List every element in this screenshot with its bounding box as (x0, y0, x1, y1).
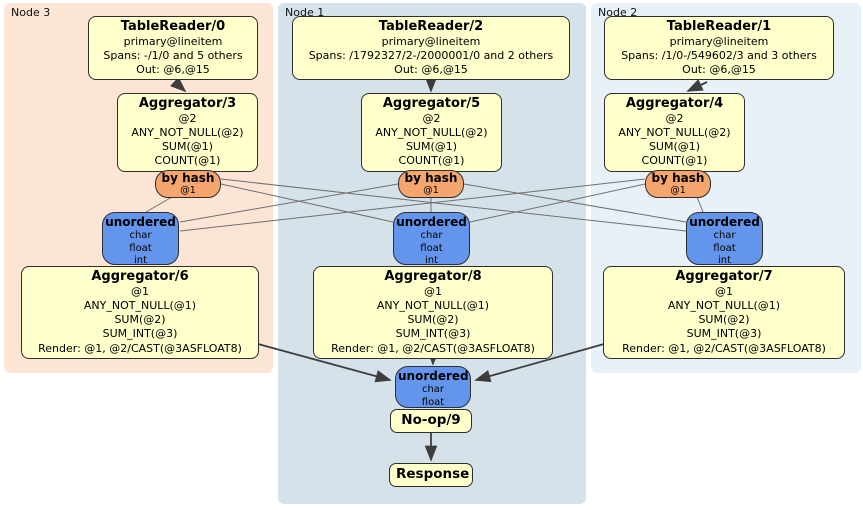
processor-title: Aggregator/8 (384, 269, 482, 284)
processor-detail: Out: @6,@15 (136, 63, 210, 77)
processor-aggregator-7: Aggregator/7 @1 ANY_NOT_NULL(@1) SUM(@2)… (603, 266, 845, 359)
processor-tablereader-1: TableReader/1 primary@lineitem Spans: /1… (604, 16, 834, 81)
processor-detail: Render: @1, @2/CAST(@3ASFLOAT8) (331, 341, 535, 355)
stream-label: unordered (689, 215, 760, 229)
router-label: by hash (404, 171, 458, 185)
processor-detail: COUNT(@1) (398, 154, 465, 168)
processor-detail: SUM_INT(@3) (686, 327, 762, 341)
processor-title: Aggregator/3 (138, 96, 237, 111)
hash-router-node2: by hash @1 (645, 170, 711, 198)
processor-detail: ANY_NOT_NULL(@1) (667, 299, 781, 313)
node-panel-label: Node 2 (598, 6, 638, 19)
unordered-stream-node1: unordered char float int (393, 212, 470, 266)
processor-detail: ANY_NOT_NULL(@2) (618, 126, 731, 140)
stream-column: int (424, 255, 439, 266)
router-label: by hash (161, 171, 215, 185)
processor-title: No-op/9 (401, 412, 461, 428)
processor-detail: SUM_INT(@3) (102, 327, 178, 341)
stream-label: unordered (398, 369, 469, 383)
processor-detail: SUM(@1) (405, 140, 458, 154)
stream-column: float (421, 396, 445, 408)
processor-title: TableReader/1 (666, 19, 772, 34)
response-label: Response (396, 466, 470, 482)
processor-aggregator-4: Aggregator/4 @2 ANY_NOT_NULL(@2) SUM(@1)… (604, 93, 745, 172)
processor-detail: @2 (178, 112, 197, 126)
processor-detail: @2 (422, 112, 441, 126)
stream-label: unordered (396, 215, 467, 229)
node-panel-label: Node 3 (11, 6, 51, 19)
response-box: Response (389, 463, 473, 487)
processor-detail: SUM_INT(@3) (395, 327, 471, 341)
processor-detail: SUM(@2) (407, 313, 459, 327)
unordered-stream-node2: unordered char float int (686, 212, 763, 266)
processor-title: Aggregator/6 (91, 269, 189, 284)
stream-label: unordered (105, 215, 176, 229)
stream-column: float (129, 242, 152, 254)
processor-detail: COUNT(@1) (641, 154, 708, 168)
processor-title: TableReader/0 (120, 19, 226, 34)
processor-detail: Spans: /1/0-/549602/3 and 3 others (621, 49, 817, 63)
processor-aggregator-8: Aggregator/8 @1 ANY_NOT_NULL(@1) SUM(@2)… (313, 266, 553, 359)
stream-column: char (129, 230, 152, 241)
processor-title: Aggregator/4 (625, 96, 724, 111)
stream-column: char (420, 230, 443, 241)
hash-router-node3: by hash @1 (155, 170, 221, 198)
processor-detail: ANY_NOT_NULL(@1) (83, 299, 197, 313)
stream-column: char (421, 384, 445, 395)
processor-detail: primary@lineitem (381, 35, 481, 49)
processor-detail: Out: @6,@15 (682, 63, 756, 77)
processor-detail: @1 (131, 285, 149, 299)
processor-detail: @2 (665, 112, 684, 126)
processor-detail: SUM(@2) (114, 313, 166, 327)
processor-detail: @1 (715, 285, 733, 299)
processor-detail: Spans: -/1/0 and 5 others (103, 49, 243, 63)
processor-detail: Spans: /1792327/2-/2000001/0 and 2 other… (308, 49, 554, 63)
hash-router-node1: by hash @1 (398, 170, 464, 198)
processor-detail: SUM(@1) (161, 140, 214, 154)
stream-column: int (133, 255, 148, 266)
unordered-stream-node3: unordered char float int (102, 212, 179, 266)
hash-router-mesh-edges (145, 178, 704, 232)
processor-tablereader-0: TableReader/0 primary@lineitem Spans: -/… (88, 16, 258, 81)
router-key: @1 (423, 184, 439, 196)
processor-tablereader-2: TableReader/2 primary@lineitem Spans: /1… (292, 16, 570, 81)
processor-aggregator-5: Aggregator/5 @2 ANY_NOT_NULL(@2) SUM(@1)… (361, 93, 502, 172)
stream-column: char (713, 230, 736, 241)
router-label: by hash (651, 171, 705, 185)
processor-detail: ANY_NOT_NULL(@2) (375, 126, 488, 140)
router-key: @1 (670, 184, 686, 196)
router-key: @1 (180, 184, 196, 196)
stream-column: float (713, 242, 736, 254)
stream-column: float (420, 242, 443, 254)
processor-noop-9: No-op/9 (390, 409, 472, 433)
processor-title: Aggregator/7 (675, 269, 773, 284)
processor-aggregator-6: Aggregator/6 @1 ANY_NOT_NULL(@1) SUM(@2)… (21, 266, 259, 359)
processor-detail: Out: @6,@15 (394, 63, 468, 77)
processor-detail: COUNT(@1) (154, 154, 221, 168)
processor-detail: ANY_NOT_NULL(@2) (131, 126, 244, 140)
unordered-stream-final: unordered char float (395, 366, 471, 408)
processor-detail: SUM(@1) (648, 140, 701, 154)
processor-detail: @1 (424, 285, 442, 299)
node-panel-label: Node 1 (285, 6, 325, 19)
processor-title: Aggregator/5 (382, 96, 481, 111)
processor-detail: Render: @1, @2/CAST(@3ASFLOAT8) (38, 341, 242, 355)
processor-detail: SUM(@2) (698, 313, 750, 327)
processor-detail: ANY_NOT_NULL(@1) (376, 299, 490, 313)
flow-edges (170, 76, 708, 462)
processor-detail: primary@lineitem (123, 35, 223, 49)
processor-detail: primary@lineitem (669, 35, 769, 49)
processor-title: TableReader/2 (378, 19, 484, 34)
processor-detail: Render: @1, @2/CAST(@3ASFLOAT8) (622, 341, 826, 355)
stream-column: int (717, 255, 732, 266)
processor-aggregator-3: Aggregator/3 @2 ANY_NOT_NULL(@2) SUM(@1)… (117, 93, 258, 172)
